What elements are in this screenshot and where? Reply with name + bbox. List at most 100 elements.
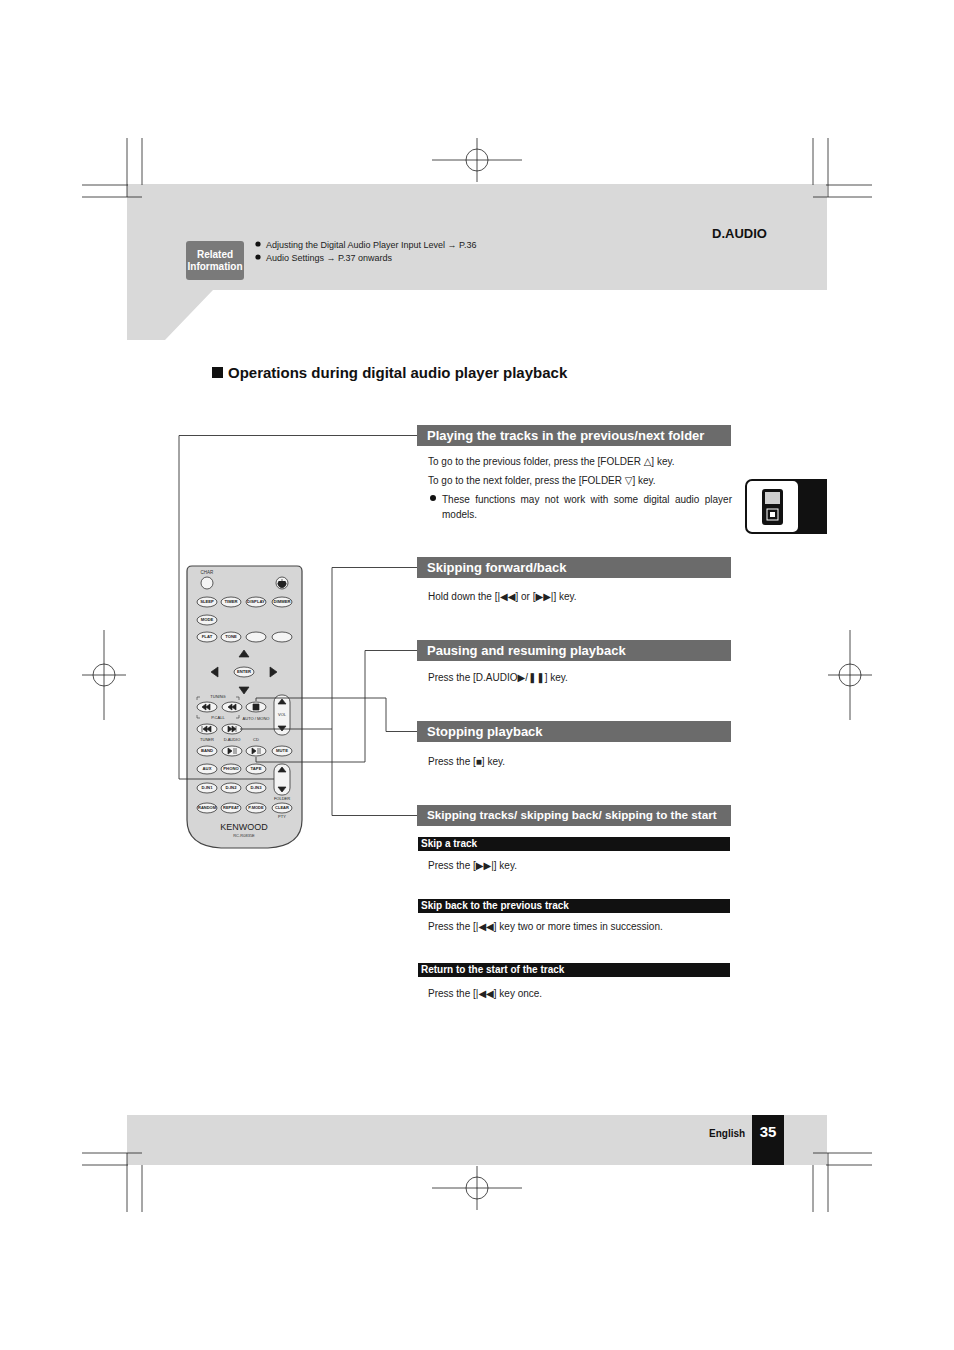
key-symbol (278, 579, 286, 588)
instruction: Hold down the [|◀◀] or [▶▶|] key. (428, 589, 577, 604)
note: These functions may not work with some d… (442, 492, 732, 522)
heading: Skip back to the previous track (421, 900, 569, 912)
leader-line (179, 436, 417, 780)
key-label: D-IN1 (202, 786, 213, 790)
bullet (255, 254, 260, 259)
heading: Skipping forward/back (427, 560, 566, 576)
instruction: Press the [▶▶|] key. (428, 858, 517, 873)
footer-band (127, 1115, 827, 1165)
key-label: CHAR (201, 571, 214, 576)
key-label: P.CALL (211, 716, 224, 720)
remote-button (221, 764, 241, 774)
key-label: DISPLAY (247, 600, 265, 604)
key-symbol (239, 650, 249, 657)
remote-control (187, 566, 302, 848)
section-bar: Skipping tracks/ skipping back/ skipping… (417, 805, 731, 826)
remote-button (276, 577, 288, 589)
key-symbol (211, 667, 218, 677)
key-label: P.MODE (248, 806, 263, 810)
key-label: TAPE (251, 767, 262, 771)
remote-button (272, 746, 292, 756)
player-screen (765, 492, 780, 504)
player-wheel (767, 509, 778, 520)
key-label: CD (253, 738, 259, 742)
key-label: RANDOM (198, 806, 216, 810)
remote-button (197, 764, 217, 774)
key-label: TONE (225, 635, 237, 639)
key-label: MUTE (276, 749, 288, 753)
remote-button (246, 702, 266, 712)
remote-button (246, 803, 266, 813)
remote-button (197, 783, 217, 793)
player-icon (762, 489, 783, 525)
title-square (212, 367, 223, 378)
remote-button (197, 615, 217, 625)
instruction: To go to the next folder, press the [FOL… (428, 473, 656, 488)
key-label: TUNING (210, 695, 225, 699)
heading: Playing the tracks in the previous/next … (427, 428, 704, 444)
info-badge: Related Information (186, 241, 244, 280)
player-button (770, 512, 775, 517)
key-label: PTY (278, 815, 286, 819)
key-symbol (278, 726, 286, 731)
section-tag: D.AUDIO (712, 224, 767, 244)
subsection-bar: Skip a track (418, 837, 730, 851)
key-symbol (202, 704, 210, 710)
remote-button (272, 803, 292, 813)
header-band (127, 184, 827, 340)
key-label: D-IN3 (251, 786, 262, 790)
player-icon-frame (746, 480, 799, 533)
remote-button (221, 783, 241, 793)
instruction: Press the [■] key. (428, 754, 505, 769)
section-bar: Playing the tracks in the previous/next … (417, 425, 731, 446)
key-symbol (228, 704, 236, 710)
page-number: 35 (756, 1123, 780, 1141)
remote-button (197, 632, 217, 642)
heading: Stopping playback (427, 724, 543, 740)
subsection-bar: Return to the start of the track (418, 963, 730, 977)
language-tag: English (709, 1126, 745, 1141)
remote-button (246, 632, 266, 642)
remote-button (221, 803, 241, 813)
leader-line (240, 568, 417, 730)
related-link: Adjusting the Digital Audio Player Input… (266, 239, 476, 253)
remote-button (272, 597, 292, 607)
key-label: MODE (201, 618, 214, 622)
key-label: DIMMER (274, 600, 291, 604)
instruction: Press the [|◀◀] key once. (428, 986, 542, 1001)
remote-button (246, 764, 266, 774)
key-label: SLEEP (200, 600, 214, 604)
key-symbol (270, 667, 277, 677)
key-label: CLEAR (275, 806, 289, 810)
remote-button (272, 632, 292, 642)
remote-button (197, 803, 217, 813)
heading: Skipping tracks/ skipping back/ skipping… (427, 808, 717, 822)
leader-line (256, 651, 417, 763)
key-symbol (202, 726, 211, 732)
key-symbol (278, 787, 286, 792)
key-symbol (228, 726, 236, 732)
key-label: FLAT (202, 635, 212, 639)
model-number: RC-R0835E (233, 834, 255, 838)
remote-button (246, 783, 266, 793)
remote-button (221, 597, 241, 607)
key-symbol (252, 748, 260, 754)
key-label: AUTO / MONO (243, 717, 270, 721)
heading: Related Information (188, 249, 243, 273)
brand-logo: KENWOOD (220, 823, 268, 832)
remote-button (197, 597, 217, 607)
key-label: BAND (201, 749, 213, 753)
key-label: REPEAT (223, 806, 239, 810)
key-label: TUNER (200, 738, 214, 742)
key-symbol (278, 767, 286, 772)
instruction: Press the [D.AUDIO▶/❚❚] key. (428, 670, 568, 685)
section-title: Operations during digital audio player p… (228, 364, 567, 383)
leader-line (256, 698, 417, 732)
leader-line (332, 729, 417, 816)
heading: Return to the start of the track (421, 964, 564, 976)
heading: Skip a track (421, 838, 477, 850)
key-label: PHONO (223, 767, 238, 771)
key-label: ENTER (237, 670, 251, 674)
heading: Pausing and resuming playback (427, 643, 626, 659)
related-link: Audio Settings → P.37 onwards (266, 252, 392, 266)
